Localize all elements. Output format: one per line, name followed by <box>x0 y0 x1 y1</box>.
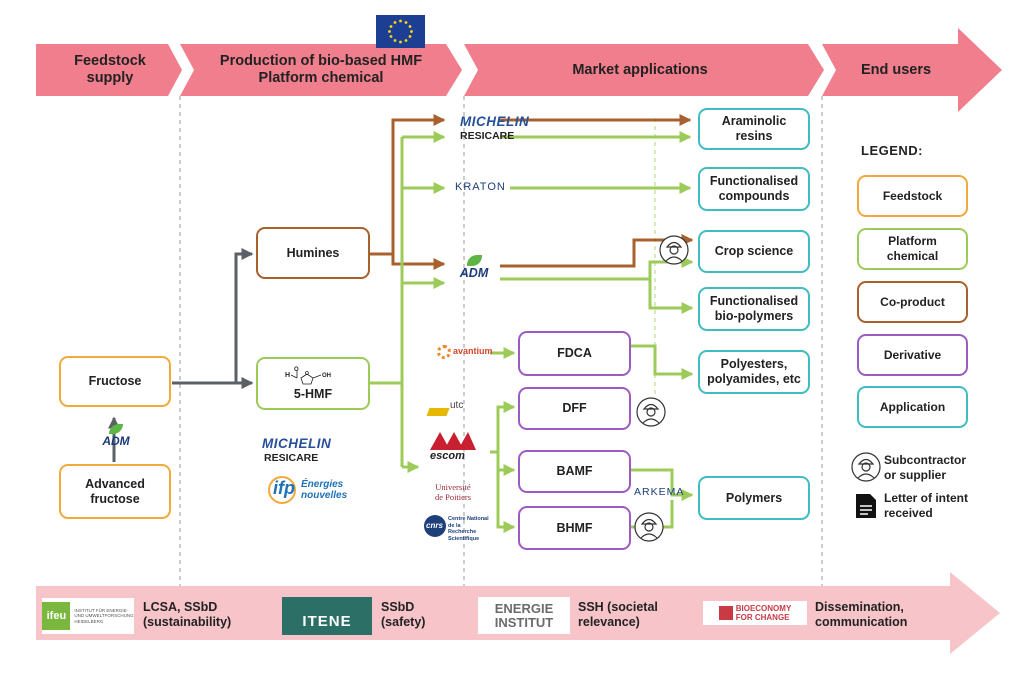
hmf-molecule-icon: H O O OH <box>285 367 331 385</box>
legend-feedstock: Feedstock <box>857 175 968 217</box>
adm-logo-feedstock: ADM <box>96 424 136 448</box>
svg-text:O: O <box>294 367 299 373</box>
araminolic-resins-box: Araminolic resins <box>698 108 810 150</box>
svg-text:H: H <box>285 372 290 379</box>
arkema-logo: ARKEMA <box>634 486 685 498</box>
letter-of-intent-icon <box>856 494 876 518</box>
bamf-box: BAMF <box>518 450 631 493</box>
resicare-logo: RESICARE <box>460 130 515 142</box>
header-arrow-production <box>180 44 462 96</box>
legend-coproduct: Co-product <box>857 281 968 323</box>
energie-role: SSH (societal relevance) <box>578 600 658 629</box>
advanced-fructose-box: Advanced fructose <box>59 464 171 519</box>
itene-role: SSbD (safety) <box>381 600 426 629</box>
header-market-applications: Market applications <box>572 61 708 78</box>
header-arrow-market <box>464 44 824 96</box>
escom-mark-icon <box>430 432 476 450</box>
ifeu-logo: ifeu INSTITUT FÜR ENERGIE- UND UMWELTFOR… <box>42 598 134 634</box>
adm-logo: ADM <box>452 255 496 280</box>
resicare-logo-platform: RESICARE <box>264 452 319 464</box>
cnrs-logo: cnrs Centre National de la Recherche Sci… <box>424 515 489 542</box>
svg-text:OH: OH <box>322 373 331 379</box>
michelin-logo-platform: MICHELIN <box>262 436 332 451</box>
subcontractor-icon <box>659 235 689 265</box>
legend-title: LEGEND: <box>861 143 923 158</box>
itene-logo: ITENE <box>282 597 372 635</box>
bioeconomy-role: Dissemination, communication <box>815 600 908 629</box>
functionalised-compounds-box: Functionalised compounds <box>698 167 810 211</box>
polymers-box: Polymers <box>698 476 810 520</box>
dff-box: DFF <box>518 387 631 430</box>
subcontractor-icon <box>636 397 666 427</box>
fructose-box: Fructose <box>59 356 171 407</box>
kraton-logo: KRATON <box>455 181 506 193</box>
energie-institut-logo: ENERGIE INSTITUT <box>478 597 570 634</box>
bioeconomy-logo: BIOECONOMY FOR CHANGE <box>703 601 807 625</box>
legend-derivative: Derivative <box>857 334 968 376</box>
ifp-logo: ifp Énergies nouvelles <box>268 474 358 508</box>
escom-logo: escom <box>428 430 478 462</box>
subcontractor-icon <box>634 512 664 542</box>
header-end-users: End users <box>860 61 932 78</box>
polyesters-box: Polyesters, polyamides, etc <box>698 350 810 394</box>
legend-letter-label: Letter of intent received <box>884 491 968 520</box>
bhmf-box: BHMF <box>518 506 631 550</box>
humines-box: Humines <box>256 227 370 279</box>
utc-logo: utc <box>426 400 468 418</box>
header-arrow-endusers <box>822 28 1002 112</box>
crop-science-box: Crop science <box>698 230 810 273</box>
michelin-logo: MICHELIN <box>460 114 530 129</box>
legend-application: Application <box>857 386 968 428</box>
hmf-label: 5-HMF <box>293 387 333 401</box>
header-production: Production of bio-based HMF Platform che… <box>219 53 423 86</box>
header-feedstock-supply: Feedstock supply <box>74 53 146 86</box>
functionalised-bio-polymers-box: Functionalised bio-polymers <box>698 287 810 331</box>
fdca-box: FDCA <box>518 331 631 376</box>
hmf-box: H O O OH 5-HMF <box>256 357 370 410</box>
avantium-logo: avantium <box>437 343 493 361</box>
svg-text:O: O <box>305 371 309 377</box>
header-arrow-feedstock <box>36 44 182 96</box>
eu-flag-icon <box>376 15 425 48</box>
legend-subcontractor-label: Subcontractor or supplier <box>884 453 967 482</box>
poitiers-logo: Université de Poitiers <box>434 482 472 502</box>
legend-platform-chemical: Platform chemical <box>857 228 968 270</box>
ifeu-role: LCSA, SSbD (sustainability) <box>143 600 232 629</box>
legend-subcontractor-icon <box>851 452 881 482</box>
